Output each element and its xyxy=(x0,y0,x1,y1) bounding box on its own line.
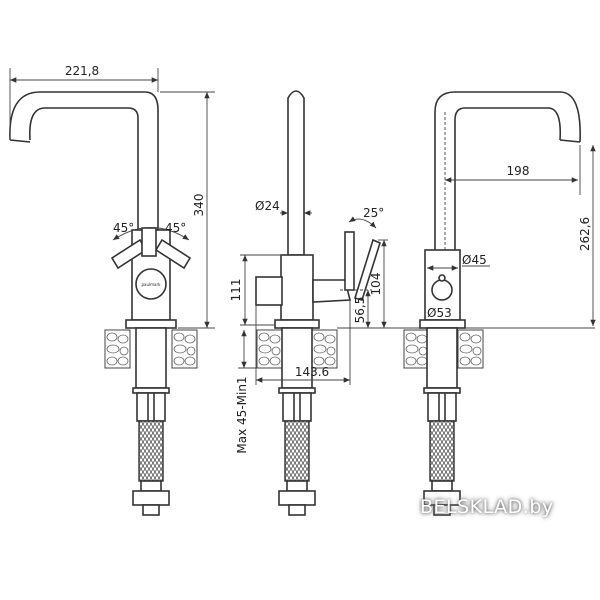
front-height-label: 340 xyxy=(192,194,206,217)
side-outlet-height-label: 56,5 xyxy=(353,297,367,324)
back-body-diameter-label: Ø45 xyxy=(462,253,487,267)
front-angle-left-label: 45° xyxy=(113,221,134,235)
back-reach-label: 198 xyxy=(507,164,530,178)
side-lever xyxy=(344,231,355,291)
watermark: BELSKLAD.by xyxy=(420,496,554,518)
side-depth-label: 143.6 xyxy=(295,365,329,379)
front-angle-right-label: 45° xyxy=(165,221,186,235)
brand-mark: paulmark xyxy=(142,282,162,287)
back-knob xyxy=(431,279,453,301)
side-angle-label: 25° xyxy=(363,206,384,220)
side-lever-height-label: 104 xyxy=(369,273,383,296)
back-view: 198 262,6 Ø45 Ø53 xyxy=(403,91,596,516)
side-body-height-label: 111 xyxy=(229,279,243,302)
side-outlet xyxy=(255,276,283,306)
back-height-label: 262,6 xyxy=(578,217,592,251)
side-spout xyxy=(287,90,305,256)
back-spout xyxy=(434,91,581,250)
front-view: paulmark 45° 45° 221,8 340 xyxy=(9,64,215,516)
side-countertop-label: Max 45-Min1 xyxy=(235,376,249,453)
side-body xyxy=(280,254,314,321)
front-spout xyxy=(9,91,159,230)
side-diameter-label: Ø24 xyxy=(255,199,280,213)
front-reach-label: 221,8 xyxy=(65,64,99,78)
side-view: Ø24 25° 111 104 56,5 143.6 Max 45-Min1 xyxy=(229,90,595,516)
back-base-diameter-label: Ø53 xyxy=(427,306,452,320)
front-brand-disc xyxy=(135,268,167,300)
side-lever-tilted xyxy=(353,238,381,301)
